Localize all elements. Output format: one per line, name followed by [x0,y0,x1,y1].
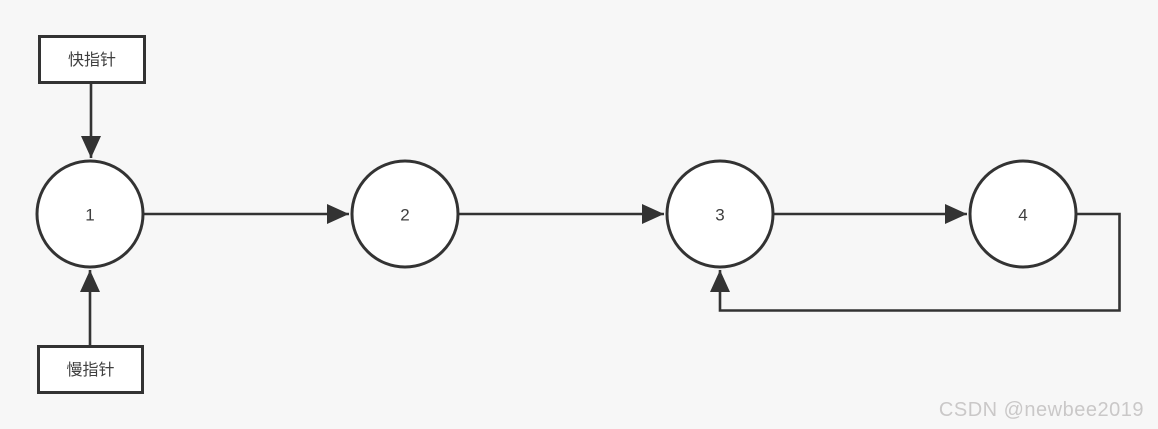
edge-node-4-back-to-node-3 [710,212,1121,312]
slow-pointer-rect [37,345,144,394]
node-2-circle [350,159,460,269]
csdn-watermark: CSDN @newbee2019 [938,399,1144,421]
node-4-label: 4 [1018,206,1027,225]
node-2-label: 2 [400,206,409,225]
fast-pointer-box: 快指针 [38,35,146,84]
fast-pointer-label: 快指针 [68,51,116,69]
node-1: 1 [35,159,145,269]
node-1-circle [35,159,145,269]
fast-pointer-rect [38,35,146,84]
node-4: 4 [968,159,1078,269]
node-3-label: 3 [715,206,724,225]
node-3-circle [665,159,775,269]
slow-pointer-label: 慢指针 [66,361,114,379]
slow-pointer-box: 慢指针 [37,345,144,394]
node-4-circle [968,159,1078,269]
node-3: 3 [665,159,775,269]
node-1-label: 1 [85,206,94,225]
node-2: 2 [350,159,460,269]
